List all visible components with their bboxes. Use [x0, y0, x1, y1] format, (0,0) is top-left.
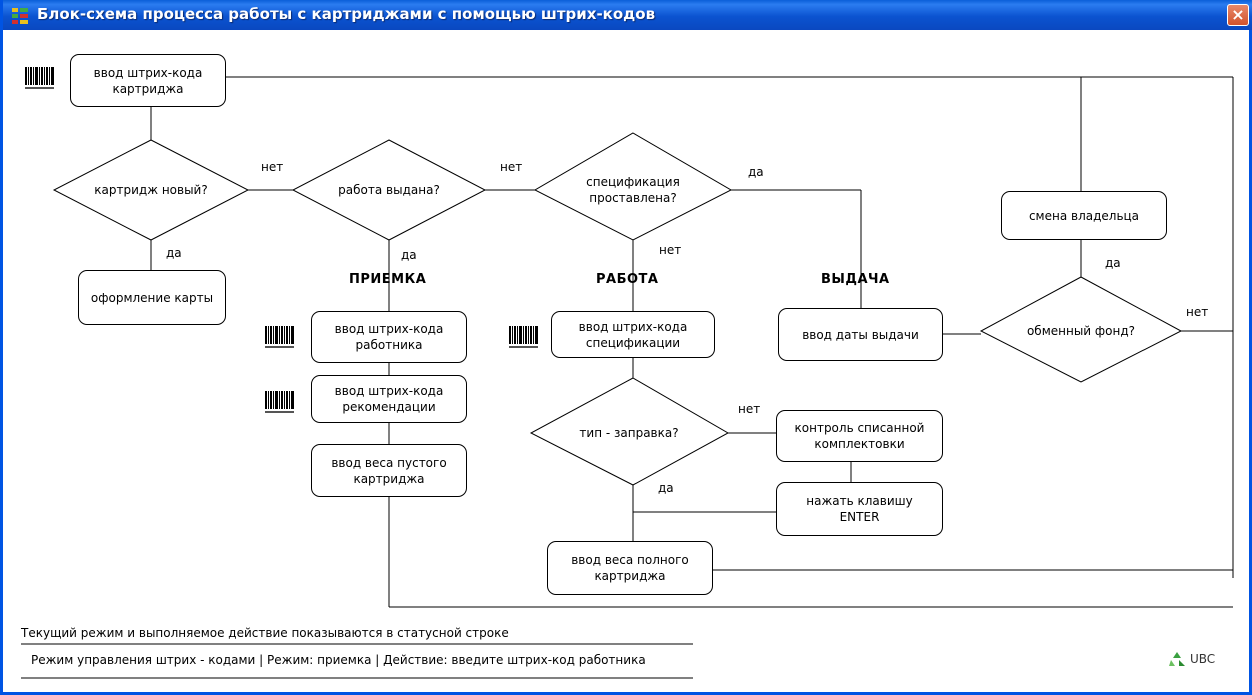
label-no-3: нет	[659, 243, 682, 257]
ubc-logo: UBC	[1168, 650, 1215, 668]
label-no-2: нет	[500, 160, 523, 174]
label-no-1: нет	[261, 160, 284, 174]
barcode-icon	[262, 384, 298, 420]
label-yes-3: да	[748, 165, 764, 179]
recycle-icon	[1169, 652, 1185, 666]
logo-text: UBC	[1190, 652, 1216, 666]
card-registration-box: оформление карты	[78, 270, 226, 325]
title-bar: Блок-схема процесса работы с картриджами…	[3, 0, 1252, 30]
section-work: РАБОТА	[596, 272, 659, 287]
label-yes-5: да	[1105, 256, 1121, 270]
barcode-icon	[506, 319, 542, 355]
label-yes-2: да	[401, 248, 417, 262]
flowchart-canvas: ввод штрих-кода картриджа оформление кар…	[3, 30, 1252, 695]
decision-job-issued: работа выдана?	[338, 183, 440, 197]
input-recommendation-barcode-box: ввод штрих-кода рекомендации	[311, 375, 467, 423]
close-button[interactable]: ×	[1227, 4, 1249, 26]
owner-change-box: смена владельца	[1001, 191, 1167, 240]
window-title: Блок-схема процесса работы с картриджами…	[37, 5, 656, 23]
issue-date-box: ввод даты выдачи	[778, 308, 943, 361]
decision-type-refill: тип - заправка?	[579, 426, 679, 440]
input-spec-barcode-box: ввод штрих-кода спецификации	[551, 311, 715, 358]
label-yes-4: да	[658, 481, 674, 495]
empty-weight-box: ввод веса пустого картриджа	[311, 444, 467, 497]
input-cartridge-barcode-box: ввод штрих-кода картриджа	[70, 54, 226, 107]
full-weight-box: ввод веса полного картриджа	[547, 541, 713, 595]
decision-exchange-fund: обменный фонд?	[1026, 324, 1136, 338]
label-no-5: нет	[1186, 305, 1209, 319]
app-icon	[12, 8, 28, 24]
decision-new-cartridge: картридж новый?	[94, 183, 208, 197]
status-line: Режим управления штрих - кодами | Режим:…	[31, 653, 646, 667]
decision-spec-set: спецификация проставлена?	[586, 175, 680, 205]
section-reception: ПРИЕМКА	[349, 272, 427, 287]
barcode-icon	[262, 319, 298, 355]
barcode-icon	[22, 60, 58, 96]
section-issue: ВЫДАЧА	[821, 272, 890, 287]
flowchart-connectors	[21, 76, 1234, 679]
label-no-4: нет	[738, 402, 761, 416]
control-kit-box: контроль списанной комплектовки	[776, 410, 943, 462]
press-enter-box: нажать клавишу ENTER	[776, 482, 943, 536]
label-yes-1: да	[166, 246, 182, 260]
input-worker-barcode-box: ввод штрих-кода работника	[311, 311, 467, 363]
status-note: Текущий режим и выполняемое действие пок…	[21, 626, 509, 640]
